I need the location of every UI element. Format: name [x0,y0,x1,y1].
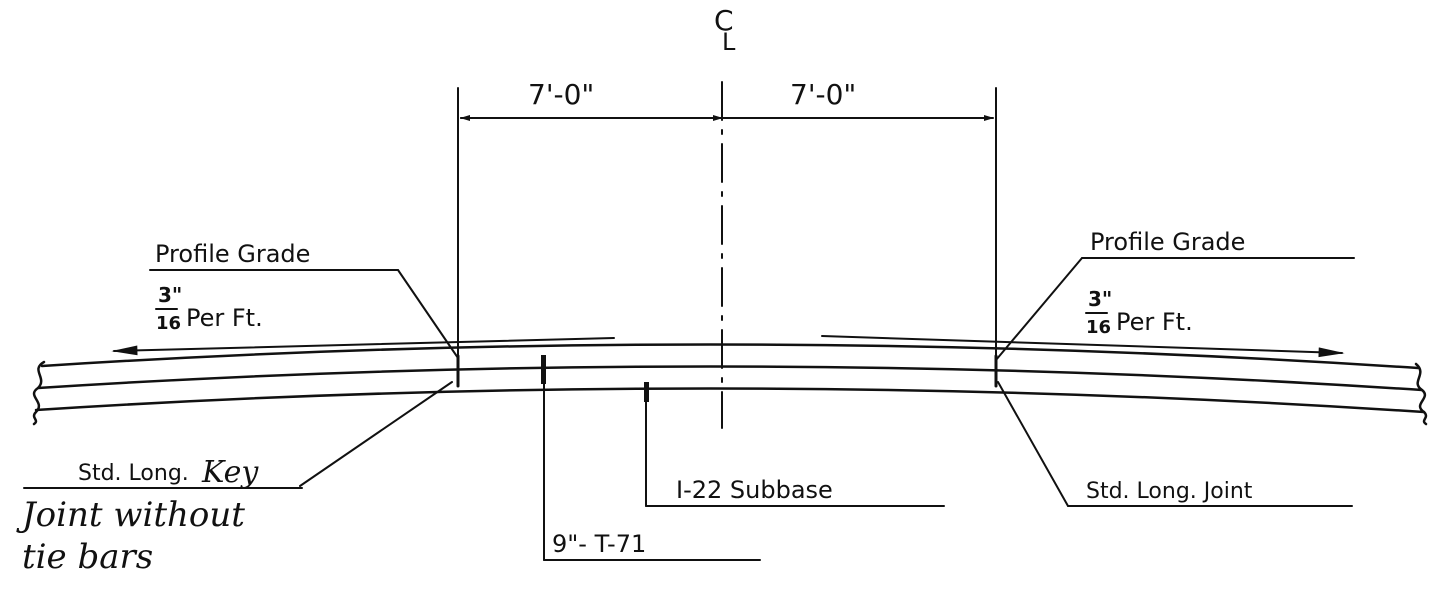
right-slope-numerator: 3" [1088,287,1112,311]
right-slope-callout: 3" 16 Per Ft. [1085,287,1193,338]
left-slope-numerator: 3" [158,283,182,307]
right-slope-text: Per Ft. [1116,308,1193,336]
pavement-thickness-marker [541,355,546,384]
centerline-l: L [722,28,736,56]
right-joint-leader [997,381,1069,507]
right-dimension-label: 7'-0" [790,78,856,111]
right-break-line [1414,362,1428,426]
right-profile-grade-label: Profile Grade [1090,228,1245,256]
left-joint-label-handwritten: Key [201,455,259,490]
right-slope-denominator: 16 [1086,317,1111,338]
right-joint-label: Std. Long. Joint [1086,479,1253,504]
pavement-callout-label: 9"- T-71 [552,530,646,558]
left-dimension-label: 7'-0" [528,78,594,111]
centerline-c: C [714,4,734,37]
subbase-callout-label: I-22 Subbase [676,476,833,504]
left-joint-note-line2: tie bars [22,537,153,577]
left-break-line [32,360,46,426]
right-slope-arrow [821,335,1345,358]
left-profile-grade-label: Profile Grade [155,240,310,268]
pavement-top-surface [40,343,1420,370]
left-joint-label-printed: Std. Long. [78,461,189,486]
subbase-thickness-marker [644,382,649,402]
left-joint-leader [299,381,453,487]
left-slope-arrow [111,337,615,356]
left-slope-callout: 3" 16 Per Ft. [155,283,263,334]
left-slope-denominator: 16 [156,313,181,334]
pavement-bottom-line [36,365,1424,392]
left-profile-grade-leader [397,269,459,359]
centerline-symbol: C L [714,4,736,56]
left-joint-note-line1: Joint without [16,495,245,535]
subbase-bottom-line [34,387,1426,414]
left-slope-text: Per Ft. [186,304,263,332]
